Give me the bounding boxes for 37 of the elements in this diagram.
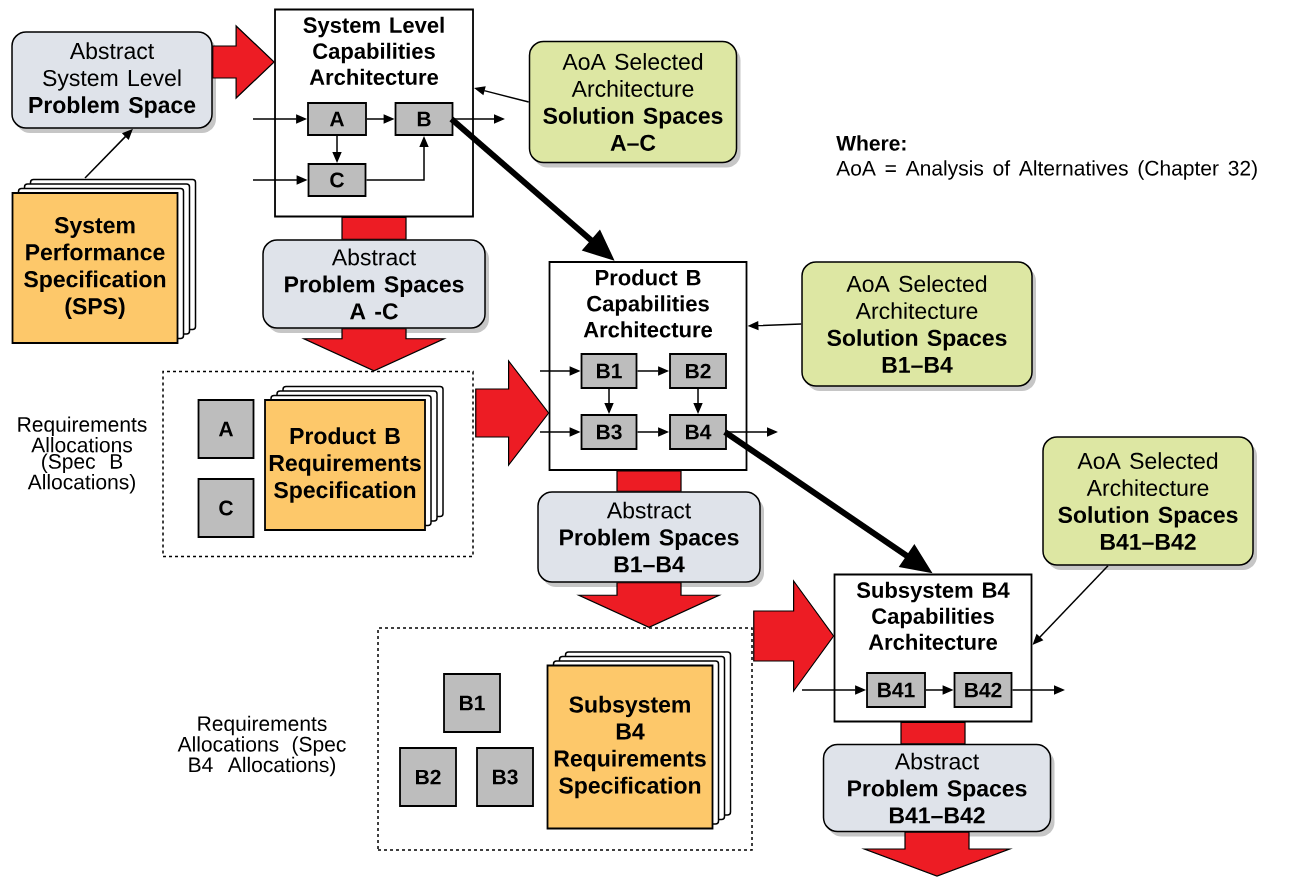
capability-box: C [307,163,367,197]
solution-space-box: AoA Selected Architecture Solution Spaces A–C [528,40,741,168]
block-arrow [576,582,722,628]
capability-box: B41 [866,672,926,708]
block-arrow [475,359,550,467]
specification-document: Product B Requirements Specification [264,385,444,531]
solution-space-box: AoA Selected Architecture Solution Spaces B41–B42 [1042,436,1257,570]
block-arrow [212,24,275,100]
problem-space-box: Abstract Problem Spaces B41–B42 [822,743,1055,837]
block-arrow [753,579,835,693]
specification-document: Subsystem B4 Requirements Specification [546,651,732,830]
capability-box: B2 [399,747,457,807]
capability-box: B1 [443,673,501,733]
problem-space-box: Abstract Problem Spaces B1–B4 [537,491,764,587]
capability-box: B3 [580,414,638,450]
capability-box: B3 [476,747,534,807]
capability-box: A [197,399,255,459]
connector-bar [900,721,966,745]
allocation-label: Requirements Allocations (Spec B4 Allocations) [177,715,346,777]
capability-box: B [394,102,454,136]
capability-box: B1 [580,353,638,389]
capability-box: B4 [669,414,727,450]
specification-document: System Performance Specification (SPS) [11,178,197,344]
solution-space-box: AoA Selected Architecture Solution Spaces B1–B4 [801,261,1036,391]
connector-bar [616,470,682,492]
capability-box: B2 [669,353,727,389]
allocation-label: Requirements Allocations (Spec B Allocations) [18,416,147,494]
problem-space-box: Abstract Problem Spaces A -C [262,239,489,333]
block-arrow [301,328,447,372]
connector-bar [341,216,407,240]
capability-box: B42 [953,672,1013,708]
note-text: Where: [836,135,906,151]
problem-space-box: Abstract System Level Problem Space [11,31,216,133]
capability-box: C [197,478,255,538]
capability-box: A [307,102,367,136]
block-arrow [861,831,1013,877]
note-text: AoA = Analysis of Alternatives (Chapter 32) [836,160,1257,180]
